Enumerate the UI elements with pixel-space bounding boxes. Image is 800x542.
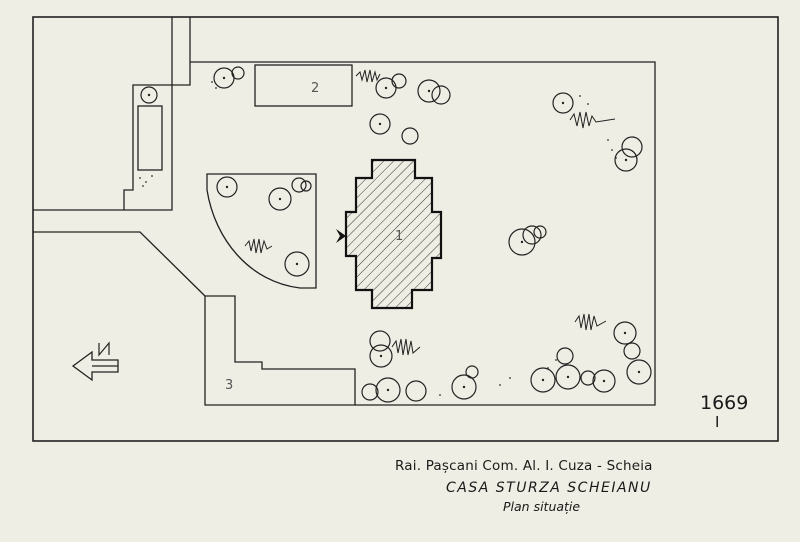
tree xyxy=(369,113,391,135)
tree xyxy=(216,176,238,198)
tree xyxy=(361,383,379,401)
sheet-number: 1669 xyxy=(700,392,749,414)
sheet-subnumber: I xyxy=(715,413,720,431)
tree xyxy=(375,377,401,403)
tree xyxy=(451,374,477,400)
shrub xyxy=(569,111,616,129)
tree xyxy=(522,225,542,245)
tree xyxy=(623,342,641,360)
label-annex-north: 2 xyxy=(311,81,319,96)
tree xyxy=(268,187,292,211)
tree xyxy=(465,365,479,379)
tree xyxy=(552,92,574,114)
annex-south xyxy=(204,295,356,406)
tree xyxy=(291,177,307,193)
tree xyxy=(626,359,652,385)
shrub xyxy=(244,238,273,254)
tree xyxy=(375,77,397,99)
trees xyxy=(140,66,652,403)
tree xyxy=(284,251,310,277)
main-house xyxy=(344,158,443,310)
tree xyxy=(555,364,581,390)
tree xyxy=(508,228,536,256)
shed-left xyxy=(137,105,163,171)
tree xyxy=(140,86,158,104)
tree xyxy=(401,127,419,145)
shrubs xyxy=(244,69,616,356)
garden-courtyard xyxy=(206,173,317,289)
tree xyxy=(613,321,637,345)
tree xyxy=(533,225,547,239)
tree xyxy=(300,180,312,192)
tree xyxy=(369,344,393,368)
tree xyxy=(231,66,245,80)
shrub xyxy=(574,313,607,331)
label-main-house: 1 xyxy=(395,229,403,244)
annex-north xyxy=(254,64,353,107)
tree xyxy=(614,148,638,172)
shrub xyxy=(355,69,381,83)
tree xyxy=(592,369,616,393)
label-annex-south: 3 xyxy=(225,378,233,393)
tree xyxy=(530,367,556,393)
north-arrow-icon xyxy=(71,341,119,382)
shrub xyxy=(391,338,421,356)
sheet-border xyxy=(32,16,779,442)
tree xyxy=(391,73,407,89)
tree xyxy=(369,330,391,352)
road-lines xyxy=(33,17,656,406)
tree xyxy=(405,380,427,402)
entrance-arrow xyxy=(336,229,346,243)
tree xyxy=(580,370,596,386)
tree xyxy=(431,85,451,105)
drawing-caption: Plan situație xyxy=(503,499,581,514)
building-title: CASA STURZA SCHEIANU xyxy=(446,480,652,496)
tree xyxy=(417,79,441,103)
tree-centres xyxy=(147,76,641,392)
tree xyxy=(621,136,643,158)
stipple xyxy=(139,81,617,396)
location-line: Rai. Pașcani Com. Al. I. Cuza - Scheia xyxy=(395,458,653,474)
tree xyxy=(556,347,574,365)
